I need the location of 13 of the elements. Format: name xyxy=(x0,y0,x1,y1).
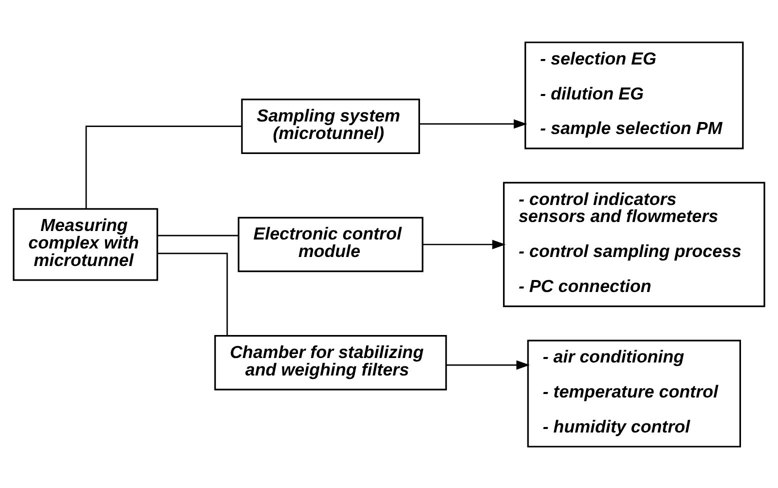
arrow xyxy=(446,360,530,370)
connector xyxy=(158,252,228,336)
node-box: - air conditioning - temperature control - humidity control xyxy=(527,339,741,447)
node-box: Chamber for stabilizing and weighing filters xyxy=(214,334,447,390)
node-box: Sampling system (microtunnel) xyxy=(241,98,420,154)
node-box: - selection EG - dilution EG - sample selection PM xyxy=(524,41,744,149)
arrow xyxy=(422,239,506,249)
node-box: Electronic control module xyxy=(238,216,424,272)
arrow xyxy=(420,118,528,128)
node-box: - control indicators sensors and flowmeters - control sampling process - PC connection xyxy=(503,181,766,307)
node-box: Measuring complex with microtunnel xyxy=(12,208,158,280)
connector xyxy=(85,125,242,208)
connector xyxy=(158,234,238,236)
